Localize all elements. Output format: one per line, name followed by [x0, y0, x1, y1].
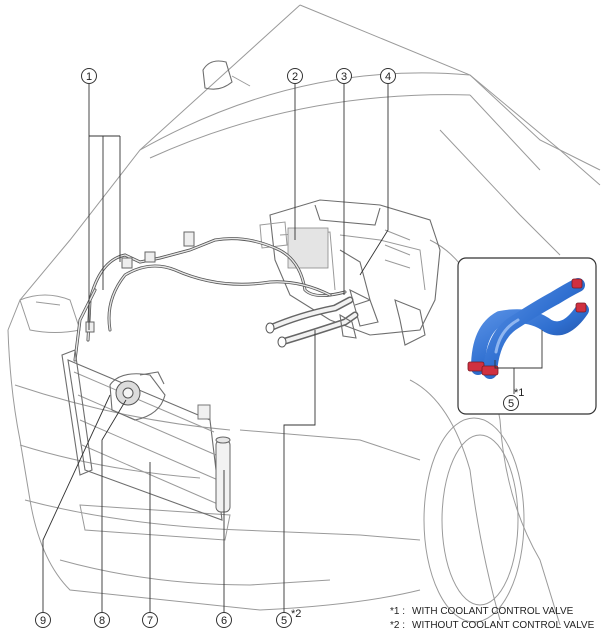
- note-mark-inset: *1: [514, 387, 524, 399]
- svg-text:6: 6: [221, 615, 227, 627]
- legend-text-2: WITHOUT COOLANT CONTROL VALVE: [412, 620, 595, 631]
- callout-labels: 1 2 3 4 5 6 7 8: [35, 68, 396, 628]
- leader-lines: [42, 84, 389, 612]
- callout-5: 5: [276, 612, 292, 628]
- callout-6: 6: [216, 612, 232, 628]
- svg-text:1: 1: [86, 71, 92, 83]
- callout-5-inset: 5 *1: [503, 387, 524, 411]
- callout-2: 2: [287, 68, 303, 84]
- svg-text:5: 5: [281, 615, 287, 627]
- vehicle-outline: [7, 4, 601, 626]
- svg-text:2: 2: [292, 71, 298, 83]
- refrigerant-lines: [73, 231, 347, 362]
- callout-8: 8: [94, 612, 110, 628]
- legend-mark-1: *1 :: [390, 606, 405, 617]
- svg-text:4: 4: [385, 71, 391, 83]
- heater-hose-main: [265, 296, 359, 348]
- note-mark-main: *2: [291, 608, 301, 620]
- callout-7: 7: [142, 612, 158, 628]
- svg-text:9: 9: [40, 615, 46, 627]
- svg-text:7: 7: [147, 615, 153, 627]
- callout-1: 1: [81, 68, 97, 84]
- condenser: [61, 349, 231, 521]
- callout-9: 9: [35, 612, 51, 628]
- legend-mark-2: *2 :: [390, 620, 405, 631]
- callout-3: 3: [336, 68, 352, 84]
- svg-text:8: 8: [99, 615, 105, 627]
- legend-text-1: WITH COOLANT CONTROL VALVE: [412, 606, 574, 617]
- inset-panel: [457, 257, 597, 415]
- callout-4: 4: [380, 68, 396, 84]
- legend: *1 : WITH COOLANT CONTROL VALVE *2 : WIT…: [390, 606, 595, 631]
- compressor: [109, 371, 166, 421]
- svg-text:5: 5: [508, 398, 514, 410]
- svg-text:3: 3: [341, 71, 347, 83]
